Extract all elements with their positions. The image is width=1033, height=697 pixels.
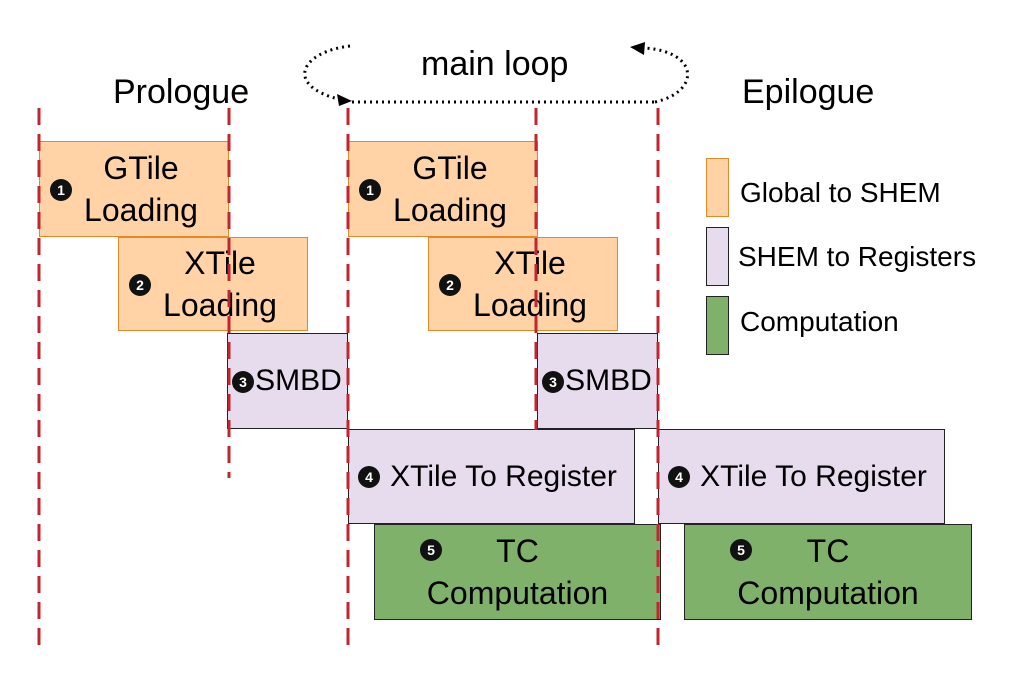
step-number-badge: 2 (439, 274, 461, 296)
smbd-block: 3 SMBD (537, 333, 658, 429)
block-title: GTile (412, 150, 488, 186)
xtile-to-register-block: 4 XTile To Register (348, 429, 635, 524)
block-title: GTile (103, 150, 179, 186)
step-number-badge: 1 (50, 179, 72, 201)
step-number-badge: 5 (420, 539, 442, 561)
block-subtitle: Loading (393, 192, 507, 228)
legend-swatch-global-to-shem (706, 158, 729, 217)
block-subtitle: Loading (473, 287, 587, 323)
block-subtitle: Computation (426, 575, 609, 611)
legend-label-shem-to-registers: SHEM to Registers (738, 241, 977, 272)
block-title: XTile To Register (700, 459, 927, 493)
step-number-badge: 1 (359, 179, 381, 201)
legend-label-computation: Computation (740, 306, 899, 337)
block-title: TC (806, 533, 850, 569)
block-title: XTile (494, 245, 566, 281)
tc-computation-block: 5 TC Computation (374, 524, 661, 620)
arrowhead-right-icon (630, 42, 645, 55)
legend-swatch-shem-to-registers (706, 227, 729, 286)
legend-label-global-to-shem: Global to SHEM (740, 177, 941, 208)
block-subtitle: Loading (84, 192, 198, 228)
step-number-badge: 4 (668, 466, 690, 488)
block-title: SMBD (255, 364, 342, 397)
xtile-to-register-block: 4 XTile To Register (658, 429, 945, 524)
step-number-badge: 4 (358, 466, 380, 488)
step-number-badge: 5 (730, 539, 752, 561)
tc-computation-block: 5 TC Computation (684, 524, 972, 620)
block-title: XTile (184, 245, 256, 281)
loop-arrow-left (303, 44, 351, 101)
block-title: TC (496, 533, 539, 569)
main-loop-label: main loop (421, 45, 569, 83)
block-subtitle: Loading (163, 287, 277, 323)
block-subtitle: Computation (737, 575, 919, 611)
step-number-badge: 2 (129, 274, 151, 296)
block-title: SMBD (565, 364, 652, 397)
loop-arrow-right (644, 46, 689, 104)
step-number-badge: 3 (232, 371, 254, 393)
step-number-badge: 3 (542, 371, 564, 393)
arrowhead-left-icon (337, 94, 352, 106)
prologue-label: Prologue (113, 73, 250, 111)
legend-swatch-computation (706, 296, 729, 355)
epilogue-label: Epilogue (742, 73, 875, 111)
block-title: XTile To Register (390, 459, 617, 493)
